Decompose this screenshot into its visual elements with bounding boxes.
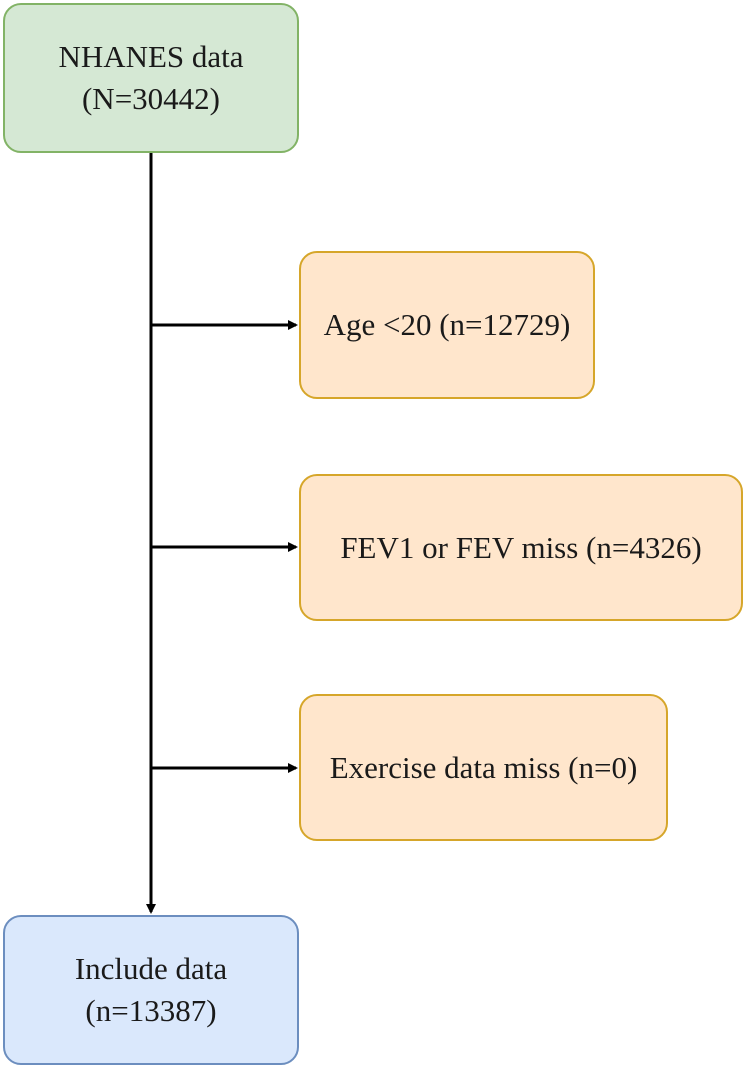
exclusion-label-fev: FEV1 or FEV miss (n=4326) bbox=[340, 529, 702, 565]
nhanes-data-box: NHANES data (N=30442) bbox=[3, 3, 299, 153]
end-title: Include data bbox=[74, 951, 228, 986]
include-data-box: Include data (n=13387) bbox=[3, 915, 299, 1065]
exclusion-box-fev: FEV1 or FEV miss (n=4326) bbox=[299, 474, 743, 621]
start-count: (N=30442) bbox=[81, 81, 221, 116]
end-count: (n=13387) bbox=[85, 993, 217, 1028]
exclusion-box-age: Age <20 (n=12729) bbox=[299, 251, 595, 399]
exclusion-label-age: Age <20 (n=12729) bbox=[323, 307, 571, 342]
start-title: NHANES data bbox=[58, 39, 244, 74]
exclusion-label-exercise: Exercise data miss (n=0) bbox=[329, 749, 638, 785]
exclusion-box-exercise: Exercise data miss (n=0) bbox=[299, 694, 668, 841]
